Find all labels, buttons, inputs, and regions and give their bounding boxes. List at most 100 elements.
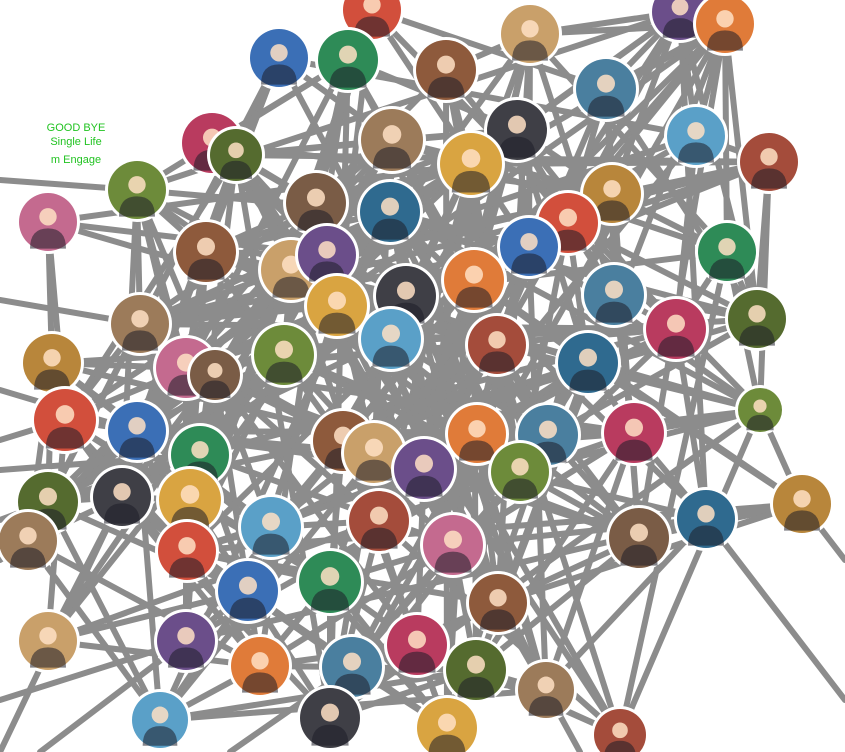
avatar-body-icon [372, 146, 412, 169]
profile-node[interactable] [319, 634, 385, 700]
caption-line-2: Single Life [50, 136, 101, 148]
profile-node[interactable] [207, 126, 265, 184]
profile-node[interactable] [297, 685, 363, 751]
profile-node[interactable] [695, 220, 759, 284]
profile-node[interactable] [591, 706, 649, 752]
profile-node[interactable] [358, 106, 426, 174]
profile-node[interactable] [737, 130, 801, 194]
profile-node[interactable] [391, 436, 457, 502]
profile-node[interactable] [156, 466, 224, 534]
profile-node[interactable] [155, 519, 219, 583]
avatar-body-icon [595, 301, 633, 323]
avatar-body-icon [119, 437, 155, 458]
profile-node[interactable] [441, 247, 507, 313]
profile-node[interactable] [420, 512, 486, 578]
profile-node[interactable] [0, 509, 60, 573]
profile-node[interactable] [154, 609, 218, 673]
caption-line-1: GOOD BYE [47, 122, 106, 134]
avatar-body-icon [265, 361, 303, 383]
profile-node[interactable] [173, 219, 239, 285]
avatar-head-icon [671, 0, 689, 16]
profile-node[interactable] [555, 330, 621, 396]
profile-node[interactable] [346, 488, 412, 554]
avatar-head-icon [508, 115, 526, 134]
profile-node[interactable] [515, 659, 577, 721]
avatar-head-icon [191, 441, 209, 459]
profile-node[interactable] [573, 56, 639, 122]
profile-node[interactable] [105, 158, 169, 222]
profile-node[interactable] [358, 306, 424, 372]
profile-node[interactable] [20, 331, 84, 395]
profile-node[interactable] [16, 190, 80, 254]
profile-node[interactable] [304, 273, 370, 339]
profile-node[interactable] [296, 548, 364, 616]
avatar-head-icon [760, 148, 778, 166]
avatar-head-icon [228, 142, 244, 159]
profile-node[interactable] [606, 505, 672, 571]
profile-node[interactable] [497, 215, 561, 279]
profile-node[interactable] [108, 292, 172, 356]
avatar-body-icon [142, 726, 178, 746]
profile-node[interactable] [674, 487, 738, 551]
avatar-body-icon [187, 258, 225, 280]
profile-node[interactable] [643, 296, 709, 362]
avatar-body-icon [512, 40, 548, 61]
avatar-head-icon [718, 238, 736, 256]
profile-node[interactable] [664, 104, 728, 168]
profile-node[interactable] [251, 322, 317, 388]
avatar-head-icon [467, 655, 485, 674]
avatar-head-icon [468, 420, 486, 438]
avatar-head-icon [748, 305, 766, 323]
avatar-head-icon [251, 652, 269, 670]
profile-node[interactable] [414, 695, 480, 752]
profile-node[interactable] [238, 494, 304, 560]
avatar-head-icon [320, 567, 340, 586]
profile-node[interactable] [413, 37, 479, 103]
profile-node[interactable] [228, 634, 292, 698]
avatar-head-icon [793, 490, 811, 508]
profile-node[interactable] [484, 97, 550, 163]
profile-node[interactable] [31, 386, 99, 454]
profile-node[interactable] [90, 465, 154, 529]
avatar-body-icon [739, 325, 775, 346]
profile-node[interactable] [341, 420, 407, 486]
caption-node[interactable]: GOOD BYE Single Life m Engage [38, 108, 114, 170]
avatar-head-icon [559, 208, 577, 227]
avatar-body-icon [511, 253, 547, 274]
profile-node[interactable] [105, 399, 169, 463]
profile-node[interactable] [129, 689, 191, 751]
profile-node[interactable] [465, 313, 529, 377]
profile-node[interactable] [16, 609, 80, 673]
profile-node[interactable] [384, 612, 450, 678]
profile-node[interactable] [581, 262, 647, 328]
avatar-body-icon [662, 18, 698, 38]
profile-node[interactable] [693, 0, 757, 56]
profile-node[interactable] [187, 347, 243, 403]
profile-node[interactable] [295, 223, 359, 287]
profile-node[interactable] [488, 440, 552, 504]
avatar-body-icon [355, 459, 393, 481]
profile-node[interactable] [247, 26, 311, 90]
profile-node[interactable] [725, 287, 789, 351]
profile-node[interactable] [215, 558, 281, 624]
profile-node[interactable] [445, 402, 509, 466]
profile-node[interactable] [466, 571, 530, 635]
profile-node[interactable] [735, 385, 785, 435]
profile-node[interactable] [357, 179, 423, 245]
profile-node[interactable] [498, 2, 562, 66]
profile-node[interactable] [315, 27, 381, 93]
avatar-head-icon [370, 506, 388, 525]
avatar-body-icon [311, 724, 349, 746]
edge [137, 159, 772, 327]
avatar-head-icon [539, 420, 557, 439]
avatar-head-icon [716, 10, 734, 28]
edge [134, 57, 351, 193]
avatar-body-icon [746, 414, 774, 431]
avatar-body-icon [480, 609, 516, 630]
avatar-head-icon [239, 576, 257, 595]
profile-node[interactable] [443, 637, 509, 703]
profile-node[interactable] [770, 472, 834, 536]
profile-node[interactable] [437, 130, 505, 198]
profile-node[interactable] [601, 400, 667, 466]
avatar-body-icon [169, 557, 205, 578]
